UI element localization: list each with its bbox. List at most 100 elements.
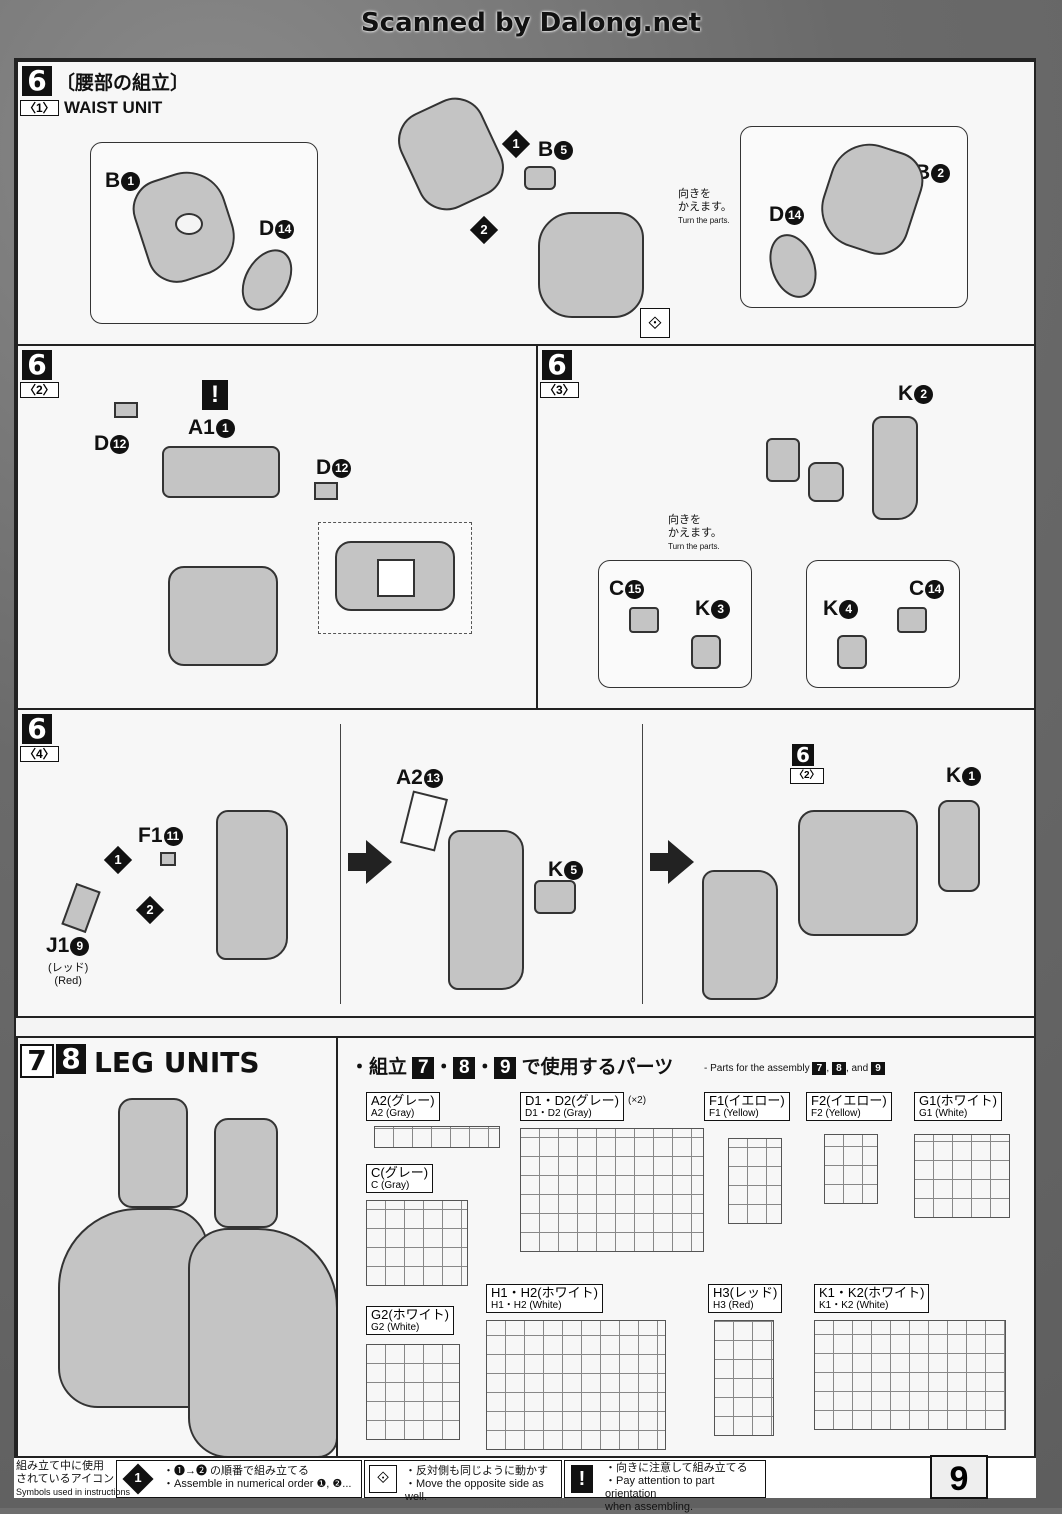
step-number-8: 8 <box>56 1044 86 1074</box>
runner-h1h2 <box>486 1320 666 1450</box>
panel-leg-units: 7 8 LEG UNITS <box>16 1036 338 1458</box>
leg-right-lower <box>188 1228 336 1456</box>
substep-label: 〈2〉 <box>20 382 59 398</box>
part-k-shape <box>808 462 844 502</box>
warning-icon: ! <box>202 380 228 410</box>
next-arrow-1 <box>348 840 392 884</box>
detail-view-box <box>318 522 472 634</box>
j1-color-note: (レッド)(Red) <box>48 962 89 987</box>
runner-label-h1h2: H1・H2(ホワイト)H1・H2 (White) <box>486 1284 603 1313</box>
ref-step-number: 6 <box>792 744 814 766</box>
part-b1-hole <box>175 213 203 235</box>
substep-label: 〈3〉 <box>540 382 579 398</box>
part-waist-final <box>798 810 918 936</box>
callout-b2: B2 D14 <box>740 126 968 308</box>
part-d14b-shape <box>761 227 825 305</box>
runner-h3 <box>714 1320 774 1436</box>
runner-d1d2 <box>520 1128 704 1252</box>
ref-8-en: 8 <box>831 1062 846 1075</box>
ref-9-en: 9 <box>870 1062 885 1075</box>
ref-7: 7 <box>412 1057 435 1079</box>
step-title-en: WAIST UNIT <box>64 98 163 117</box>
mirror-legend-text: ・反対側も同じように動かす・Move the opposite side as … <box>405 1465 548 1503</box>
turn-parts-note: 向きをかえます。Turn the parts. <box>668 514 722 551</box>
runner-d1d2-mult: (×2) <box>628 1095 647 1106</box>
step-number: 6 <box>22 66 52 96</box>
runner-g1 <box>914 1134 1010 1218</box>
next-arrow-2 <box>650 840 694 884</box>
leg-right-upper <box>214 1118 278 1228</box>
ref-substep: 〈2〉 <box>790 768 824 784</box>
part-d12-shape <box>114 402 138 418</box>
part-a2-shape <box>400 790 448 852</box>
runner-k1k2 <box>814 1320 1006 1430</box>
part-a1-shape <box>162 446 280 498</box>
step-number: 6 <box>22 350 52 380</box>
part-thigh2-shape <box>448 830 524 990</box>
divider-1 <box>340 724 341 1004</box>
part-b5-shape <box>524 166 556 190</box>
part-k2-shape <box>872 416 918 520</box>
legend-warn-box: ! ・向きに注意して組み立てる・Pay attention to part or… <box>564 1460 766 1513</box>
part-c14-shape <box>897 607 927 633</box>
runner-label-g1: G1(ホワイト)G1 (White) <box>914 1092 1003 1121</box>
part-f1-shape <box>160 852 176 866</box>
step-number: 6 <box>22 714 52 744</box>
substep-label: 〈4〉 <box>20 746 59 762</box>
step-title-jp: 〔腰部の組立〕 <box>56 73 190 94</box>
turn-parts-note: 向きをかえます。Turn the parts. <box>678 188 732 225</box>
mirror-icon: ⟐ <box>640 308 670 338</box>
part-c15-shape <box>629 607 659 633</box>
runner-g2 <box>366 1344 460 1440</box>
seq-marker-1: 1 <box>103 845 133 875</box>
legend-seq-box: 1 ・❶→❷ の順番で組み立てる・Assemble in numerical o… <box>116 1460 362 1498</box>
runner-label-a2: A2(グレー)A2 (Gray) <box>366 1092 440 1121</box>
runner-c <box>366 1200 468 1286</box>
warning-icon: ! <box>571 1465 593 1493</box>
substep-label: 〈1〉 <box>20 100 59 116</box>
runner-label-g2: G2(ホワイト)G2 (White) <box>366 1306 455 1335</box>
runner-label-f2: F2(イエロー)F2 (Yellow) <box>806 1092 892 1121</box>
ref-8: 8 <box>453 1057 476 1079</box>
runner-a2 <box>374 1126 500 1148</box>
part-waist-assembled <box>168 566 278 666</box>
part-k5-shape <box>534 880 576 914</box>
parts-list-title: ・組立 7・8・9 で使用するパーツ <box>350 1057 674 1079</box>
runner-f1 <box>728 1138 782 1224</box>
seq-legend-text: ・❶→❷ の順番で組み立てる・Assemble in numerical ord… <box>163 1465 352 1490</box>
watermark: Scanned by Dalong.net <box>360 8 702 38</box>
seq-icon: 1 <box>122 1463 154 1495</box>
divider-2 <box>642 724 643 1004</box>
warn-legend-text: ・向きに注意して組み立てる・Pay attention to part orie… <box>605 1462 748 1513</box>
runner-label-c: C(グレー)C (Gray) <box>366 1164 434 1193</box>
part-thigh-final <box>702 870 778 1000</box>
part-d14-shape <box>231 240 303 320</box>
leg-left-lower <box>58 1208 208 1408</box>
ref-7-en: 7 <box>812 1062 827 1075</box>
part-k4-shape <box>837 635 867 669</box>
part-c-shape <box>766 438 800 482</box>
runner-f2 <box>824 1134 878 1204</box>
